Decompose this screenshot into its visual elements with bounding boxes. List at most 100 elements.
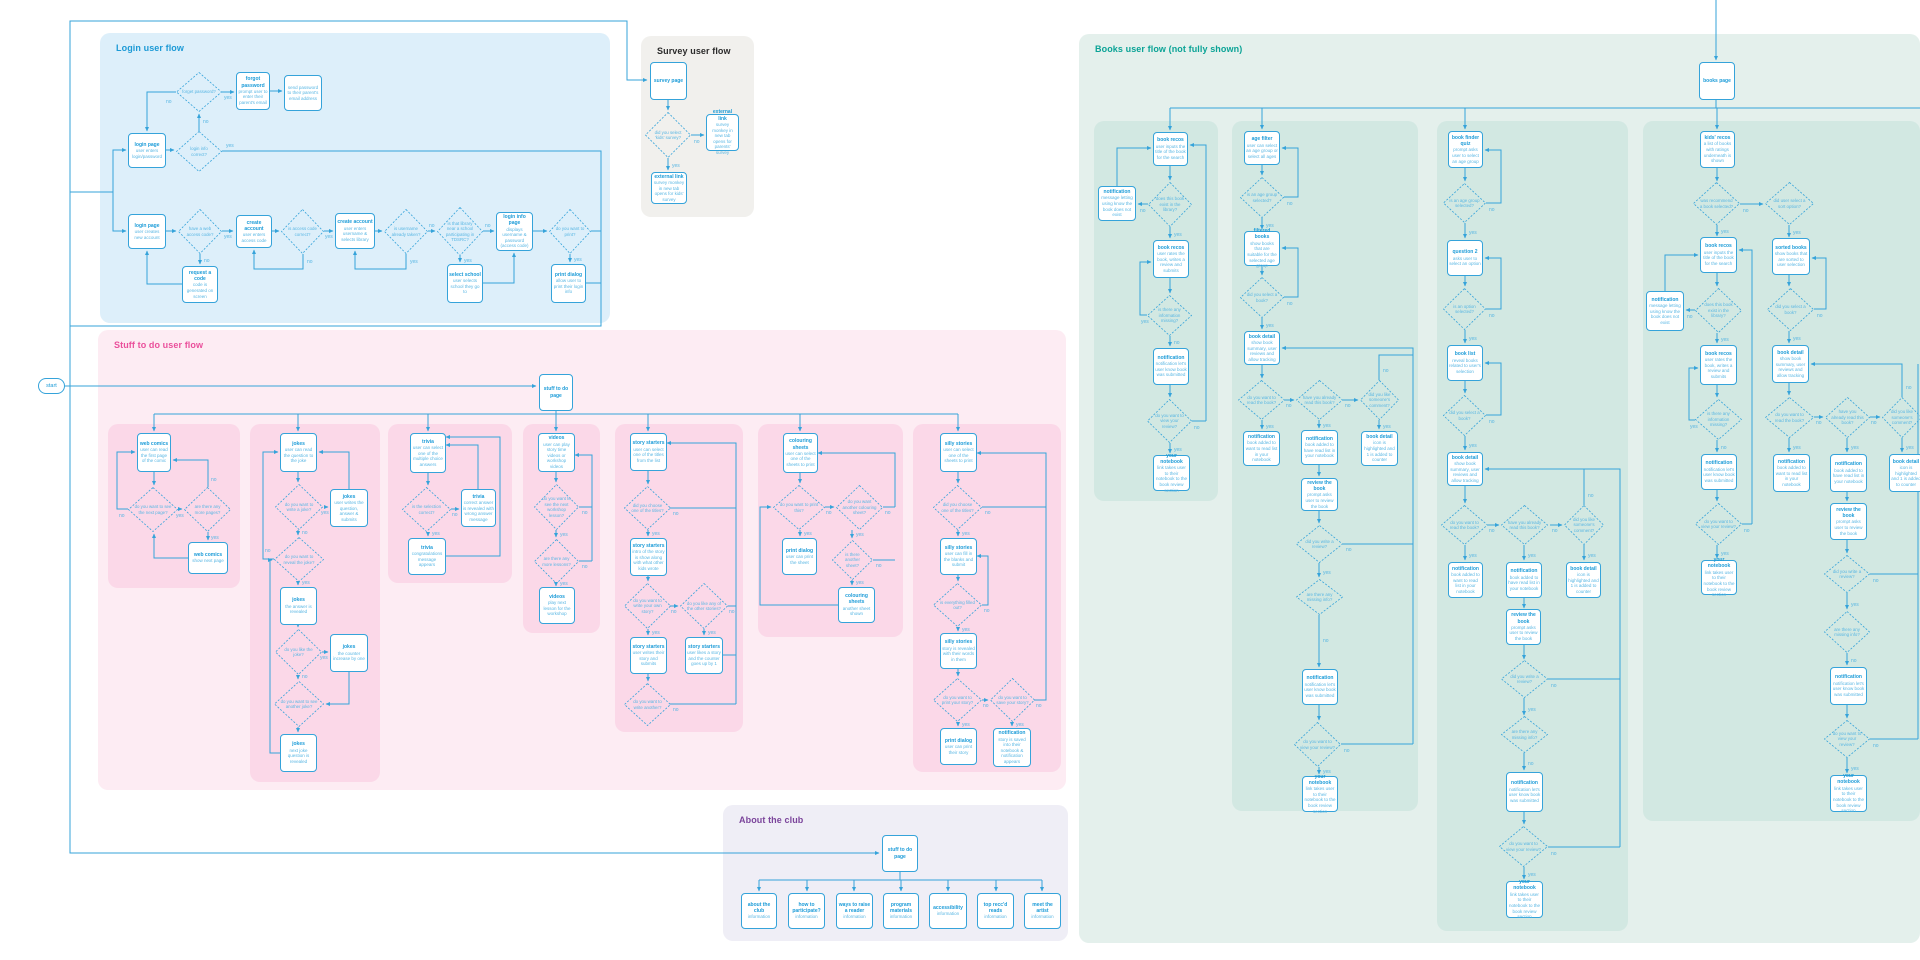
node-missing-info-q2[interactable]: are there any missing info? [1501,716,1548,753]
node-already-read-q2[interactable]: have you already read this book? [1501,505,1548,545]
node-missing-info-q3[interactable]: are there any missing info? [1824,611,1870,653]
panel-books-col2[interactable] [1232,121,1418,811]
node-forget-password-q[interactable]: forget password? [176,72,222,112]
node-select-book-q1[interactable]: did you select a book? [1240,277,1284,318]
node-write-review-q3[interactable]: did you write a review? [1824,555,1870,593]
node-write-own-story-q[interactable]: do you want to write your own story? [624,583,671,629]
node-filled-out-q[interactable]: is everything filled out? [933,583,982,627]
node-is-another-sheet-q[interactable]: is there another sheet? [832,540,873,580]
node-info-missing-q[interactable]: is there any information missing? [1147,295,1192,336]
node-view-review-q5[interactable]: do you want to view your review? [1824,720,1870,758]
node-missing-info-q1[interactable]: are there any missing info? [1296,579,1343,615]
node-read-book-q1[interactable]: do you want to read the book? [1238,380,1285,420]
node-print-this-q[interactable]: do you want to print this? [773,485,825,530]
node-view-review-q3[interactable]: do you want to view your review? [1499,826,1548,867]
node-save-story-q[interactable]: do you want to save your story? [990,678,1035,722]
node-another-sheet-want-q[interactable]: do you want another colouring sheet? [836,485,883,530]
node-next-page-q[interactable]: do you want to see the next page? [128,487,178,532]
node-read-book-q3[interactable]: do you want to read the book? [1765,397,1814,438]
node-print-story-q[interactable]: do you want to print your story? [933,678,982,722]
node-reveal-joke-q[interactable]: do you want to reveal the joke? [274,537,324,582]
node-next-workshop-q[interactable]: do you want to see the next workshop les… [534,484,579,530]
node-like-joke-q[interactable]: do you like the joke? [275,629,322,675]
node-info-missing-q2[interactable]: is there any information missing? [1695,399,1742,440]
node-write-review-q2[interactable]: did you write a review? [1501,660,1548,698]
node-login-info-q[interactable]: login info correct? [176,131,222,172]
node-write-review-q1[interactable]: did you write a review? [1296,525,1343,563]
node-like-comment-q2[interactable]: did you like someone's comment? [1564,505,1604,545]
node-send-password[interactable]: send password to their parent's email ad… [284,75,322,111]
node-view-review-q2[interactable]: do you want to view your review? [1294,722,1341,767]
node-access-correct-q[interactable]: is access code correct? [281,209,324,254]
node-age-group-q2[interactable]: is an age group selected? [1443,183,1486,223]
node-select-book-q2[interactable]: did you select a book? [1443,395,1486,436]
node-how-to-participate-info[interactable]: how to participate?information [788,893,825,929]
node-age-group-q1[interactable]: is an age group selected? [1240,177,1284,218]
node-more-pages-q[interactable]: are there any more pages? [184,487,231,532]
node-option-selected-q[interactable]: is an option selected? [1443,288,1486,330]
panel-stuff-colouring[interactable] [758,424,903,637]
node-more-lessons-q[interactable]: are there any more lessons? [534,539,579,584]
node-web-access-q[interactable]: have a web access code? [178,209,222,254]
node-write-joke-q[interactable]: do you want to write a joke? [275,484,323,530]
node-like-comment-q1[interactable]: did you like someone's comment? [1360,380,1399,420]
node-book-exist-q[interactable]: does this book exist in the library? [1148,182,1192,227]
node-survey-page[interactable]: survey page [650,62,687,100]
node-sort-option-q[interactable]: did user select a sort option? [1765,182,1814,225]
